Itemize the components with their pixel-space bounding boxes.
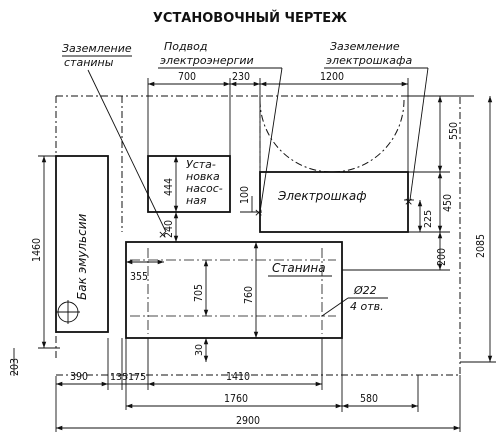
dim-2085: 2085 (475, 234, 487, 258)
dim-760: 760 (243, 286, 255, 304)
dim-2900: 2900 (236, 415, 260, 427)
door-swing-arc-left (259, 99, 333, 173)
dim-175: 175 (128, 372, 146, 383)
dim-240: 240 (163, 220, 175, 238)
pump-label-3: насос- (186, 182, 223, 195)
dim-135: 135 (110, 372, 128, 383)
bed-label: Станина (272, 261, 326, 275)
door-swing-arc-right (331, 99, 405, 173)
service-area-outline (56, 95, 461, 376)
electrical-cabinet (259, 171, 409, 233)
dim-203: 203 (9, 358, 21, 376)
dim-230: 230 (232, 71, 250, 83)
power-point-cross: × (254, 206, 263, 219)
dim-1410: 1410 (226, 371, 250, 383)
label-power-supply-line1: Подвод (164, 40, 207, 53)
drawing-title: УСТАНОВОЧНЫЙ ЧЕРТЕЖ (153, 10, 347, 26)
dim-30: 30 (194, 344, 205, 356)
leader-grounding-cabinet (409, 67, 429, 201)
emulsion-tank (55, 155, 109, 333)
dim-1760: 1760 (224, 393, 248, 405)
dim-580: 580 (360, 393, 378, 405)
label-grounding-cabinet-line2: электрошкафа (326, 54, 412, 67)
dim-1200: 1200 (320, 71, 344, 83)
dim-225: 225 (423, 210, 434, 228)
dim-355: 355 (130, 271, 148, 283)
pump-label-4: ная (186, 194, 207, 207)
pump-unit (147, 155, 231, 213)
dim-444: 444 (163, 178, 175, 196)
label-grounding-bed-line1: Заземление (62, 42, 132, 55)
machine-bed (125, 241, 343, 339)
label-grounding-bed-line2: станины (64, 56, 114, 69)
dim-550: 550 (448, 122, 460, 140)
dim-100: 100 (239, 186, 251, 204)
holes-label-2: 4 отв. (350, 300, 384, 313)
dim-390: 390 (70, 371, 88, 383)
cabinet-label: Электрошкаф (277, 189, 366, 203)
holes-label-1: Ø22 (353, 284, 377, 297)
pump-label-2: новка (186, 170, 220, 183)
label-power-supply-line2: электроэнергии (160, 54, 254, 67)
pump-label-1: Уста- (186, 158, 216, 171)
dim-705: 705 (193, 284, 205, 302)
dim-700: 700 (178, 71, 196, 83)
holes-leader (321, 297, 349, 317)
leader-power (259, 67, 283, 213)
dim-450: 450 (442, 194, 454, 212)
label-grounding-cabinet-line1: Заземление (330, 40, 400, 53)
leader-grounding-bed (87, 69, 167, 233)
cabinet-ground-cross: × (404, 195, 413, 208)
dim-200: 200 (436, 248, 448, 266)
bed-ground-cross: × (158, 228, 167, 241)
dim-1460: 1460 (31, 238, 43, 262)
tank-label: Бак эмульсии (75, 213, 89, 300)
